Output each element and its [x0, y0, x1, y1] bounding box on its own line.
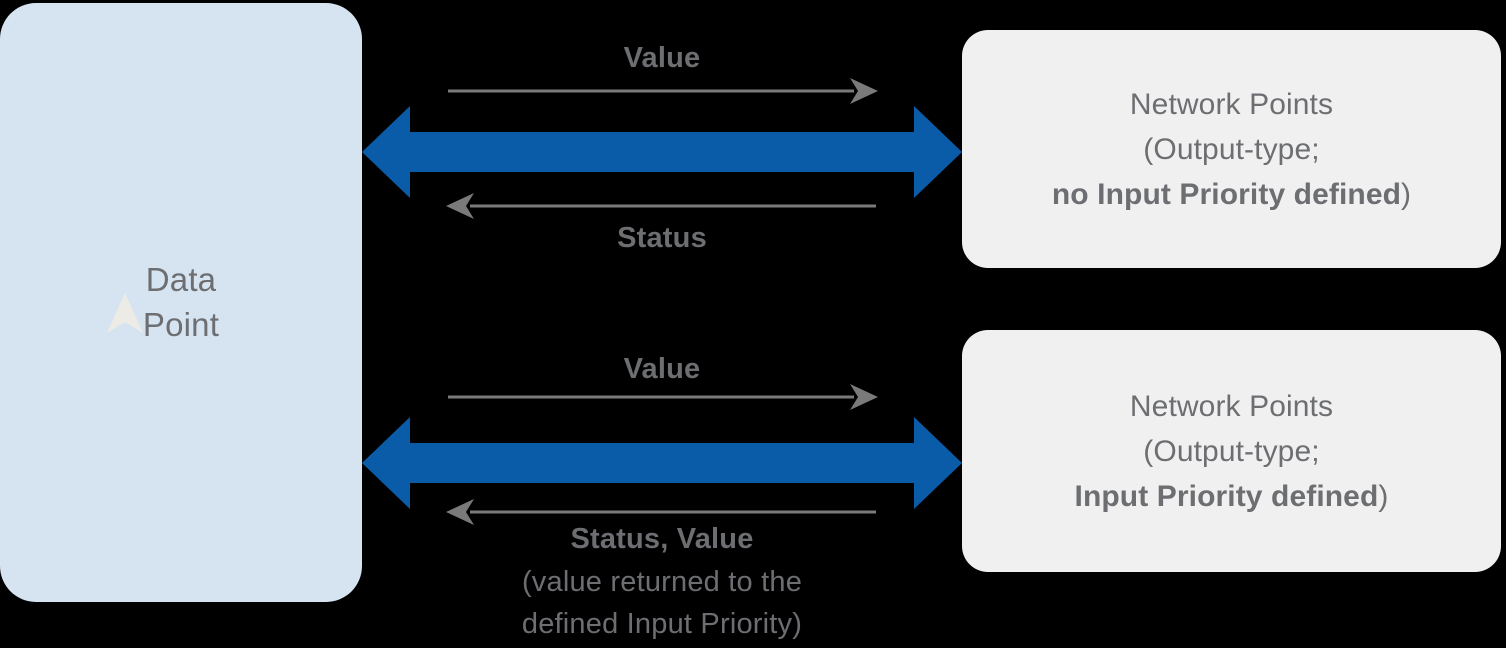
double-headed-arrow-icon-bottom — [362, 417, 962, 509]
flow-return-note-line1: (value returned to the — [521, 565, 803, 598]
up-caret-watermark-icon — [107, 293, 143, 333]
flow-group-no-input-priority: Value Status — [362, 30, 962, 280]
network-points-box-no-input-priority: Network Points (Output-type; no Input Pr… — [962, 30, 1501, 268]
network-points-line1-bottom: Network Points — [1129, 389, 1334, 423]
data-point-box: Data Point — [0, 3, 362, 602]
network-points-line1-top: Network Points — [1129, 87, 1334, 121]
data-point-label-line1: Data — [145, 261, 217, 299]
flow-forward-label-top: Value — [623, 42, 701, 74]
data-point-label: Data Point — [143, 258, 219, 346]
network-points-label-bottom: Network Points (Output-type; Input Prior… — [1075, 384, 1389, 519]
network-points-line2-top: (Output-type; — [1143, 132, 1320, 166]
flow-return-caption-bottom: Status, Value (value returned to the def… — [362, 518, 962, 646]
flow-forward-label-bottom: Value — [623, 353, 701, 385]
arrow-right-icon-bottom — [448, 384, 878, 410]
network-points-label-top: Network Points (Output-type; no Input Pr… — [1052, 82, 1411, 217]
network-points-line3-tail-top: ) — [1401, 177, 1412, 211]
arrow-right-icon-top — [448, 78, 878, 104]
double-headed-arrow-icon-top — [362, 106, 962, 198]
data-point-label-line2: Point — [142, 305, 220, 343]
network-points-line2-bottom: (Output-type; — [1143, 434, 1320, 468]
network-points-line3-bold-top: no Input Priority defined — [1051, 177, 1402, 211]
network-points-box-input-priority: Network Points (Output-type; Input Prior… — [962, 330, 1501, 572]
network-points-line3-bold-bottom: Input Priority defined — [1074, 479, 1379, 513]
arrow-left-icon-bottom — [446, 499, 876, 525]
flow-return-label-bottom: Status, Value — [570, 523, 754, 555]
flow-return-label-top: Status — [617, 222, 707, 254]
flow-return-note-line2: defined Input Priority) — [521, 608, 803, 641]
network-points-line3-tail-bottom: ) — [1378, 479, 1389, 513]
flow-group-input-priority: Value Status, Value (value returned to t… — [362, 335, 962, 648]
arrow-left-icon-top — [446, 193, 876, 219]
